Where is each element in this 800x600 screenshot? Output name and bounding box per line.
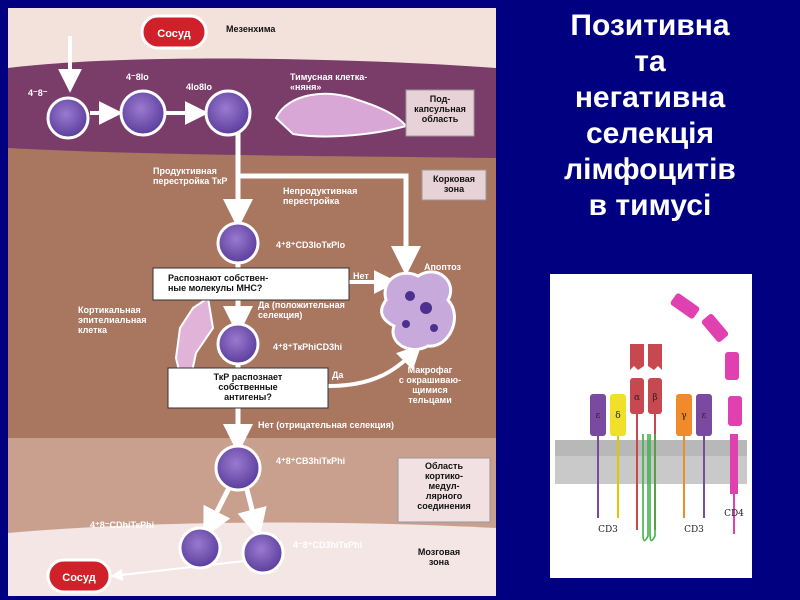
cell-cd4-single [178,526,222,570]
title-line: та [634,45,666,78]
cell-cd3hi [216,322,260,366]
cd4-label: CD4 [724,509,744,519]
no-label: Нет [353,271,369,281]
cd3-epsilon-right [696,394,712,436]
cell-double-negative [46,96,90,140]
cd3hi-label: 4⁺8⁺ТкРhiCD3hi [273,342,342,352]
chain-label-delta: δ [615,411,620,421]
yes-label: Да [332,370,344,380]
cd3-epsilon-left [590,394,606,436]
apoptotic-body [420,302,432,314]
cell-cd8-single [241,531,285,575]
nurse-cell [274,92,408,138]
cell-cd3lo [216,221,260,265]
cd3-left-label: CD3 [598,525,618,535]
title-line: негативна [574,81,726,114]
chain-label-gamma: γ [681,411,686,421]
cd3-delta [610,394,626,436]
cell-4lo8lo-label: 4lo8lo [186,82,213,92]
cell-4lo8lo [204,89,252,137]
mesenchyme-label: Мезенхима [226,24,276,34]
cd3lo-label: 4⁺8⁺CD3loТкРlo [276,240,346,250]
cd4-single-label: 4⁺8⁻CDhiТкРhi [90,520,154,530]
cd3-gamma [676,394,692,436]
cell-4-8lo [119,89,167,137]
cell-cb3hi [214,444,262,492]
membrane-top-band [555,440,747,456]
vessel-top-label: Сосуд [157,28,190,40]
tcr-alpha-beta [630,344,662,542]
tcr-complex-diagram: ε δ α β γ ε CD3 CD3 CD4 [550,274,752,578]
medulla-box [398,543,480,573]
apoptosis-label: Апоптоз [424,262,462,272]
apoptotic-body [430,324,438,332]
chain-label-alpha: α [634,393,640,403]
chain-label-epsilon-1: ε [596,411,601,421]
apoptotic-body [402,320,410,328]
question-self-antigen-box [167,367,329,409]
subcapsular-box [405,89,475,137]
vessel-top [140,14,208,50]
cd8-single-label: 4⁻8⁺CD3hiТкРhi [293,540,362,550]
cell-4-8lo-label: 4⁻8lo [126,72,149,82]
title-line: селекція [585,117,714,150]
question-mhc-box [152,267,350,301]
chain-label-epsilon-2: ε [702,411,707,421]
title-line: в тимусі [588,189,712,222]
chain-label-beta: β [652,393,657,403]
cortex-zone-box [421,169,487,201]
cd3-right-label: CD3 [684,525,704,535]
apoptotic-body [405,291,415,301]
cell-dn-label: 4⁻8⁻ [28,88,48,98]
cb3hi-label: 4⁺8⁺CB3hiТкРhi [276,456,345,466]
nurse-cell-label: Тимусная клетка-«няня» [290,72,367,92]
question-mhc-label: Распознают собствен-ные молекулы МНС? [168,273,268,293]
mesenchyme-region [8,8,496,68]
title-line: лімфоцитів [564,153,736,186]
thymus-selection-diagram: Сосуд Сосуд Мезенхима 4⁻8⁻ 4⁻8lo 4lo8lo … [8,8,496,596]
no-negative-label: Нет (отрицательная селекция) [258,420,394,430]
junction-box [397,457,491,523]
cd4-chain [670,293,742,534]
tcr-panel-background [550,274,752,578]
vessel-bottom [46,558,112,594]
vessel-bottom-label: Сосуд [62,572,95,584]
title-line: Позитивна [570,9,730,42]
